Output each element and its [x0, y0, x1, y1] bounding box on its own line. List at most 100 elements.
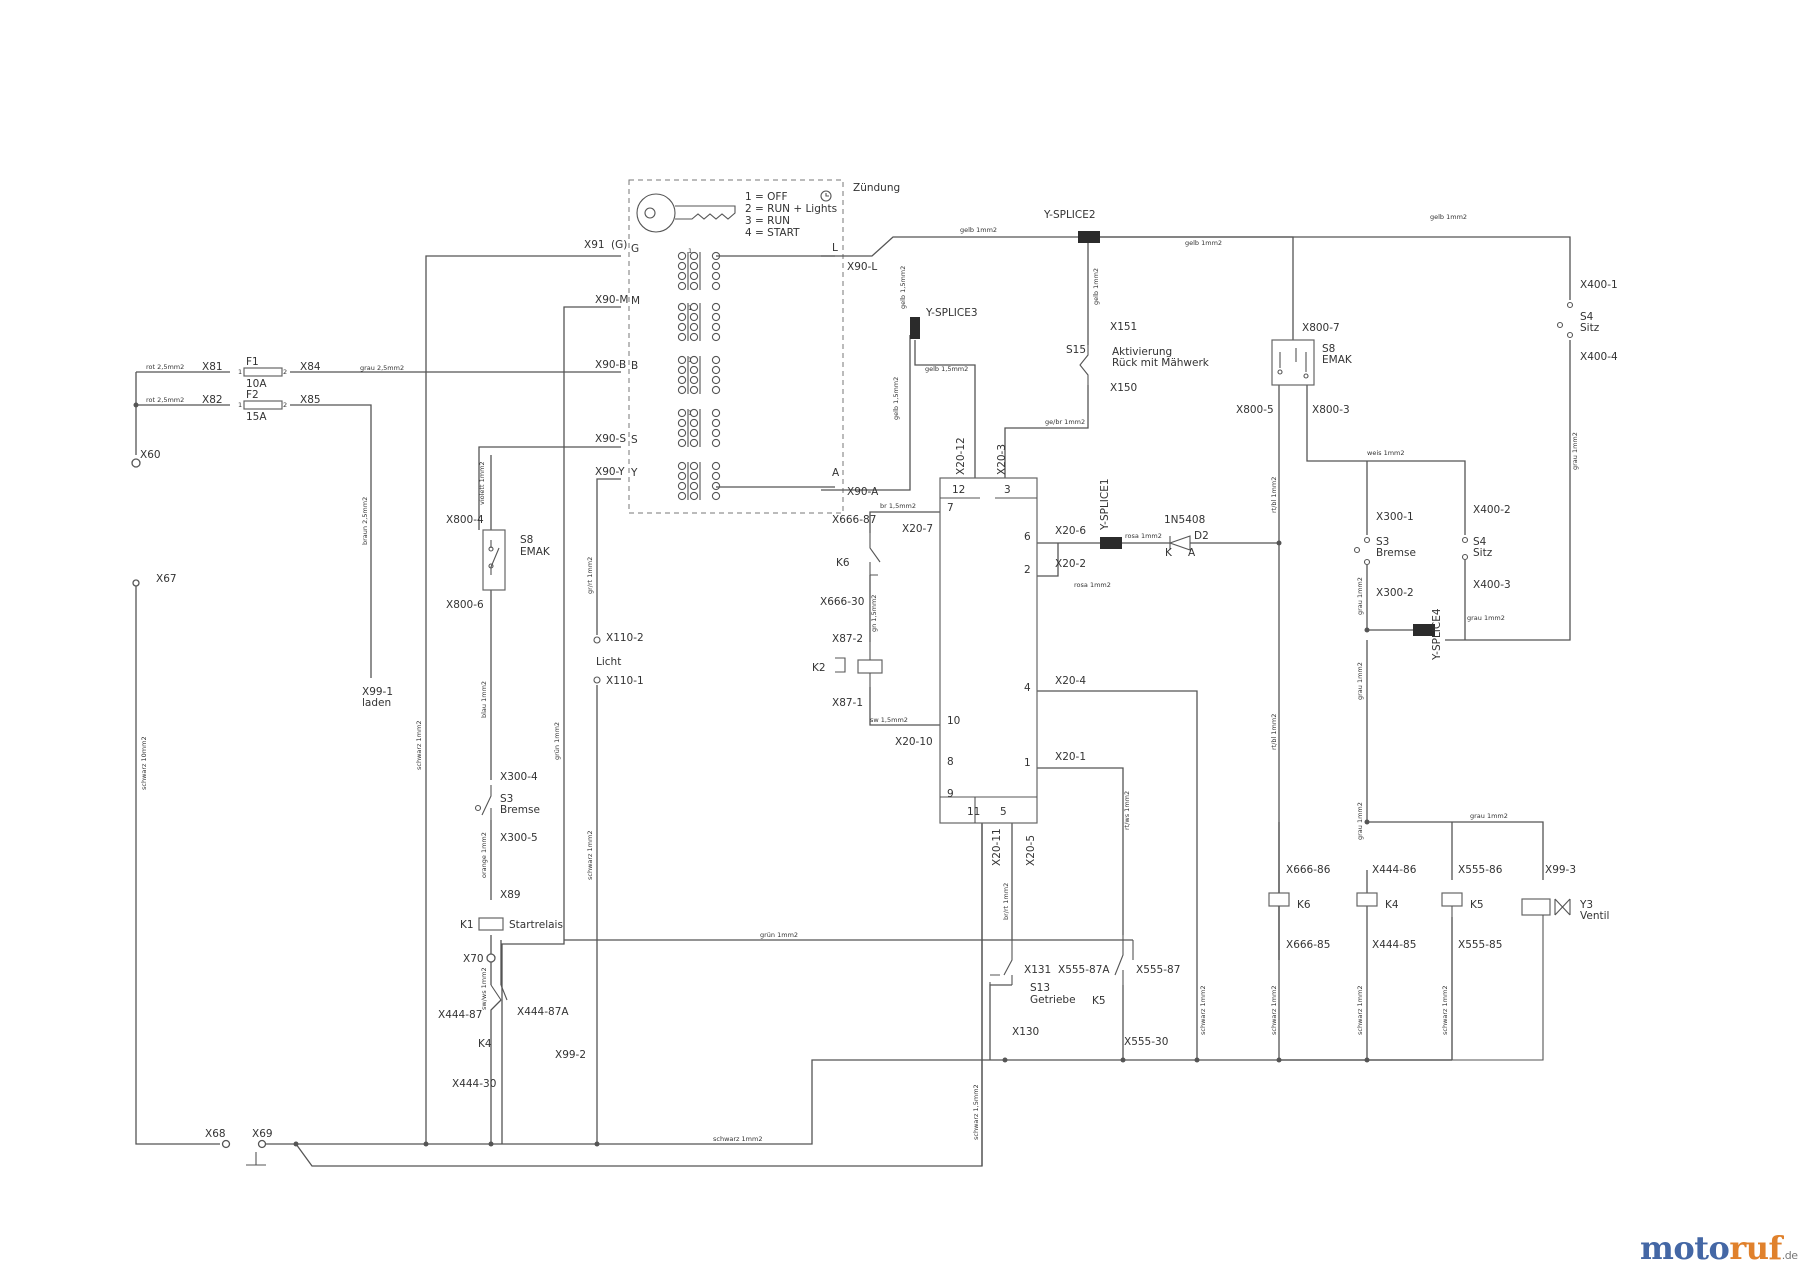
ignition-contact: [689, 461, 699, 471]
label-x99-1: X99-1: [362, 686, 393, 698]
terminal-x70: [486, 953, 496, 963]
y-splice2: [1078, 231, 1100, 243]
wire-schwarz-1: schwarz 1mm2: [415, 721, 423, 770]
ignition-contact: [677, 481, 687, 491]
relay-k4: [1356, 892, 1378, 907]
ignition-contact: [689, 385, 699, 395]
fuse-f1-pin1: 1: [238, 368, 242, 376]
component-labels: S8 EMAK S3 Bremse K1 Startrelais K4 Lich…: [460, 209, 1609, 1050]
label-x300-5: X300-5: [500, 832, 538, 844]
fuse-f2-label: F2: [246, 389, 259, 401]
fuse-f1-label: F1: [246, 356, 259, 368]
ignition-contact: [711, 385, 721, 395]
wire-blau: blau 1mm2: [480, 681, 488, 718]
wire-gruen-1: grün 1mm2: [760, 931, 798, 939]
switch-s4-right: [1461, 536, 1469, 561]
ignition-contact: [711, 471, 721, 481]
ignition-contact: [711, 281, 721, 291]
label-s3-right: S3: [1376, 536, 1389, 548]
label-x800-3: X800-3: [1312, 404, 1350, 416]
ignition-contact: [689, 281, 699, 291]
ignition-contact: [689, 491, 699, 501]
module-pin-label: 1: [1024, 757, 1031, 769]
label-x90y: X90-Y: [595, 466, 625, 478]
ignition-contact: [711, 322, 721, 332]
label-x666-87: X666-87: [832, 514, 876, 526]
label-x82: X82: [202, 394, 223, 406]
ignition-contact: [677, 302, 687, 312]
module-pin-label: 12: [952, 484, 965, 496]
ignition-contact: [677, 251, 687, 261]
ignition-title: Zündung: [853, 182, 900, 194]
ground-icon: [246, 1152, 266, 1166]
fuse-f2-pin2: 2: [283, 401, 287, 409]
ignition-contact: [689, 375, 699, 385]
ignition-contact: [677, 332, 687, 342]
fuse-f2-rating: 15A: [246, 411, 267, 423]
fuse-f1-pin2: 2: [283, 368, 287, 376]
wire-schwarz-15: schwarz 1,5mm2: [972, 1084, 980, 1140]
y-splice1: [1100, 537, 1122, 549]
wire-gr-rt: gr/rt 1mm2: [586, 557, 594, 594]
label-x800-5: X800-5: [1236, 404, 1274, 416]
switch-s8-left: [482, 529, 506, 591]
label-s4-right: S4: [1473, 536, 1487, 548]
wire-rosa-2: rosa 1mm2: [1074, 581, 1111, 589]
label-x150: X150: [1110, 382, 1137, 394]
ignition-contact: [689, 408, 699, 418]
switch-s15: [1079, 345, 1089, 385]
ignition-contact: [689, 418, 699, 428]
ignition-contact: [689, 428, 699, 438]
ignition-contact: [689, 251, 699, 261]
wire-rt-ws: rt/ws 1mm2: [1123, 791, 1131, 830]
label-x555-87a: X555-87A: [1058, 964, 1110, 976]
label-bremse-left: Bremse: [500, 804, 540, 816]
pin-a: A: [832, 467, 840, 479]
label-x91: X91: [584, 239, 605, 251]
label-k6-relay: K6: [1297, 899, 1311, 911]
label-k4-relay: K4: [1385, 899, 1399, 911]
label-x91g: (G): [611, 239, 627, 251]
wire-sw-15: sw 1,5mm2: [870, 716, 908, 724]
wire-gelb-15a: gelb 1,5mm2: [899, 266, 907, 309]
label-y-splice2: Y-SPLICE2: [1043, 209, 1096, 221]
label-x90s: X90-S: [595, 433, 626, 445]
label-x444-87a: X444-87A: [517, 1006, 569, 1018]
ignition-contact: [689, 332, 699, 342]
label-x151: X151: [1110, 321, 1137, 333]
label-x131: X131: [1024, 964, 1051, 976]
label-x90b: X90-B: [595, 359, 626, 371]
label-x87-2: X87-2: [832, 633, 863, 645]
label-x555-87: X555-87: [1136, 964, 1180, 976]
pin-m: M: [631, 295, 640, 307]
ignition-contact: [711, 461, 721, 471]
label-x90l: X90-L: [847, 261, 877, 273]
ignition-contact: [677, 408, 687, 418]
ignition-contact-bar: [687, 252, 701, 290]
wire-schwarz-x204: schwarz 1mm2: [1199, 986, 1207, 1035]
module-pin-label: 2: [1024, 564, 1031, 576]
label-s3-left: S3: [500, 793, 513, 805]
label-k4-left: K4: [478, 1038, 492, 1050]
fuse-f1: F1 10A 1 2: [238, 356, 287, 390]
wire-weis: weis 1mm2: [1367, 449, 1405, 457]
valve-y3: [1452, 898, 1571, 1061]
ignition-legend-2: 2 = RUN + Lights: [745, 203, 837, 215]
wire-grau-v2: grau 1mm2: [1356, 577, 1364, 615]
label-s8-right: S8: [1322, 343, 1335, 355]
label-x70: X70: [463, 953, 484, 965]
wire-violett: violett 1mm2: [478, 461, 486, 505]
motoruf-logo: motoruf.de: [1640, 1229, 1798, 1267]
label-d2: D2: [1194, 530, 1209, 542]
ignition-contact: [677, 365, 687, 375]
ignition-contact: [711, 418, 721, 428]
ignition-contact-bar: [687, 409, 701, 447]
module-pin-label: 10: [947, 715, 960, 727]
relay-k6-switch: [869, 533, 881, 576]
label-x90m: X90-M: [595, 294, 628, 306]
label-sitz-right: Sitz: [1473, 547, 1493, 559]
wire-gelb-right: gelb 1mm2: [1430, 213, 1467, 221]
label-x444-30: X444-30: [452, 1078, 496, 1090]
label-x400-1: X400-1: [1580, 279, 1618, 291]
